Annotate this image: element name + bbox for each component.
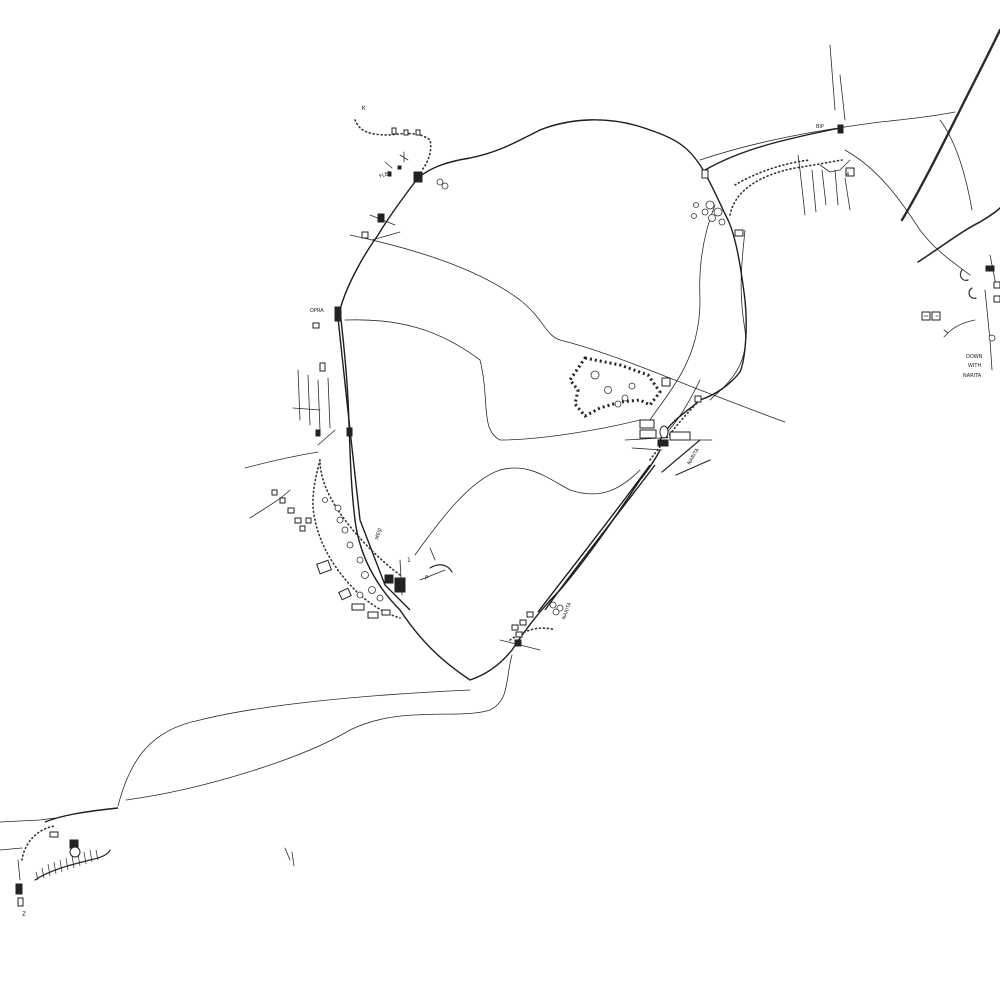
top-left-cluster: [361, 127, 449, 239]
misc-marks: [284, 154, 941, 867]
label-p: P: [425, 575, 429, 582]
railway-loop: [44, 119, 841, 823]
label-k: K: [362, 105, 366, 112]
map-labels: K FLEA OPRA MEIJI 1 P NARITA NARITA BIP …: [22, 105, 983, 918]
label-meiji: MEIJI: [374, 527, 383, 540]
top-right-cluster: [691, 124, 855, 237]
label-down: DOWN: [966, 354, 983, 360]
bottom-left-ridge: [15, 831, 111, 907]
fenced-park: [568, 356, 662, 418]
station-cluster-right: [624, 377, 702, 473]
opera-area: [292, 306, 353, 437]
far-right-strokes: [900, 28, 1000, 371]
label-narita: NARITA: [963, 373, 982, 379]
label-bip: BIP: [816, 124, 824, 130]
label-with: WITH: [968, 363, 981, 369]
label-z: Z: [22, 911, 26, 918]
label-1: 1: [407, 557, 411, 564]
walking-paths: [21, 119, 843, 861]
village-cluster: [271, 489, 453, 619]
roads: [0, 44, 971, 851]
label-narita-station: NARITA: [561, 601, 573, 621]
label-flea: FLEA: [379, 170, 393, 180]
label-opera: OPRA: [310, 308, 324, 314]
label-4: 4: [846, 172, 849, 178]
narita-station: [499, 601, 564, 651]
